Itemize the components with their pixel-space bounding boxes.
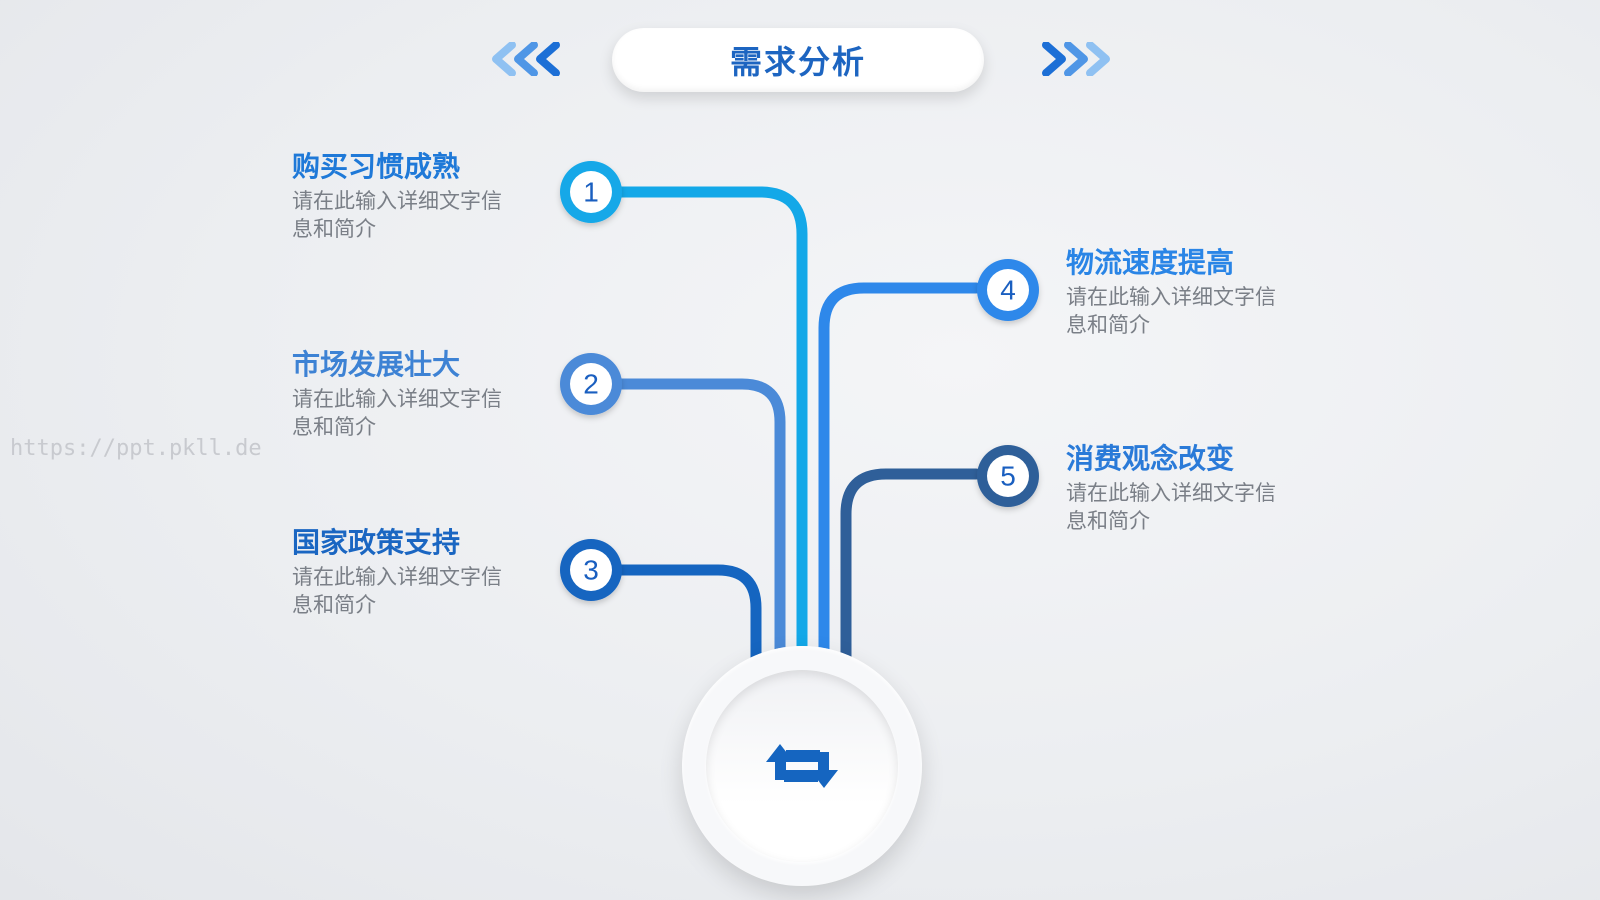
item-desc-2: 请在此输入详细文字信 息和简介 xyxy=(292,386,542,442)
item-title-1: 购买习惯成熟 xyxy=(292,151,461,182)
connector-line-4 xyxy=(818,282,982,666)
item-1: 购买习惯成熟 请在此输入详细文字信 息和简介 xyxy=(292,150,542,244)
title-pill: 需求分析 xyxy=(612,28,984,92)
number-circle-3 xyxy=(560,539,622,601)
item-desc-5-line1: 请在此输入详细文字信 xyxy=(1066,482,1276,505)
number-circle-5 xyxy=(977,445,1039,507)
connector-line-5 xyxy=(840,468,982,666)
item-desc-3: 请在此输入详细文字信 息和简介 xyxy=(292,564,542,620)
watermark-text: https://ppt.pkll.de xyxy=(10,436,262,461)
number-label-4: 4 xyxy=(1000,275,1016,306)
item-desc-5-line2: 息和简介 xyxy=(1066,510,1150,533)
hub-button xyxy=(706,670,898,862)
item-2: 市场发展壮大 请在此输入详细文字信 息和简介 xyxy=(292,348,542,442)
repeat-arrows-icon xyxy=(766,744,838,788)
number-circle-2 xyxy=(560,353,622,415)
item-title-3: 国家政策支持 xyxy=(292,527,461,558)
number-label-2: 2 xyxy=(583,369,599,400)
item-desc-1-line1: 请在此输入详细文字信 xyxy=(292,190,502,213)
item-desc-4: 请在此输入详细文字信 息和简介 xyxy=(1066,284,1316,340)
item-desc-3-line1: 请在此输入详细文字信 xyxy=(292,566,502,589)
item-title-5: 消费观念改变 xyxy=(1066,443,1235,474)
number-label-5: 5 xyxy=(1000,461,1016,492)
item-desc-2-line1: 请在此输入详细文字信 xyxy=(292,388,502,411)
item-desc-2-line2: 息和简介 xyxy=(292,416,376,439)
connector-line-3 xyxy=(606,564,762,666)
item-4: 物流速度提高 请在此输入详细文字信 息和简介 xyxy=(1066,246,1316,340)
item-title-2: 市场发展壮大 xyxy=(292,349,461,380)
number-circle-4 xyxy=(977,259,1039,321)
item-desc-4-line2: 息和简介 xyxy=(1066,314,1150,337)
connector-line-2 xyxy=(606,378,786,666)
right-chevrons-icon xyxy=(1032,42,1116,76)
item-title-4: 物流速度提高 xyxy=(1066,247,1235,278)
page-title: 需求分析 xyxy=(729,44,866,80)
item-3: 国家政策支持 请在此输入详细文字信 息和简介 xyxy=(292,526,542,620)
number-label-1: 1 xyxy=(583,177,599,208)
item-desc-1-line2: 息和简介 xyxy=(292,218,376,241)
item-desc-1: 请在此输入详细文字信 息和简介 xyxy=(292,188,542,244)
item-5: 消费观念改变 请在此输入详细文字信 息和简介 xyxy=(1066,442,1316,536)
item-desc-5: 请在此输入详细文字信 息和简介 xyxy=(1066,480,1316,536)
item-desc-4-line1: 请在此输入详细文字信 xyxy=(1066,286,1276,309)
connector-line-1 xyxy=(606,186,808,666)
number-circle-1 xyxy=(560,161,622,223)
item-desc-3-line2: 息和简介 xyxy=(292,594,376,617)
number-label-3: 3 xyxy=(583,555,599,586)
left-chevrons-icon xyxy=(488,42,572,76)
